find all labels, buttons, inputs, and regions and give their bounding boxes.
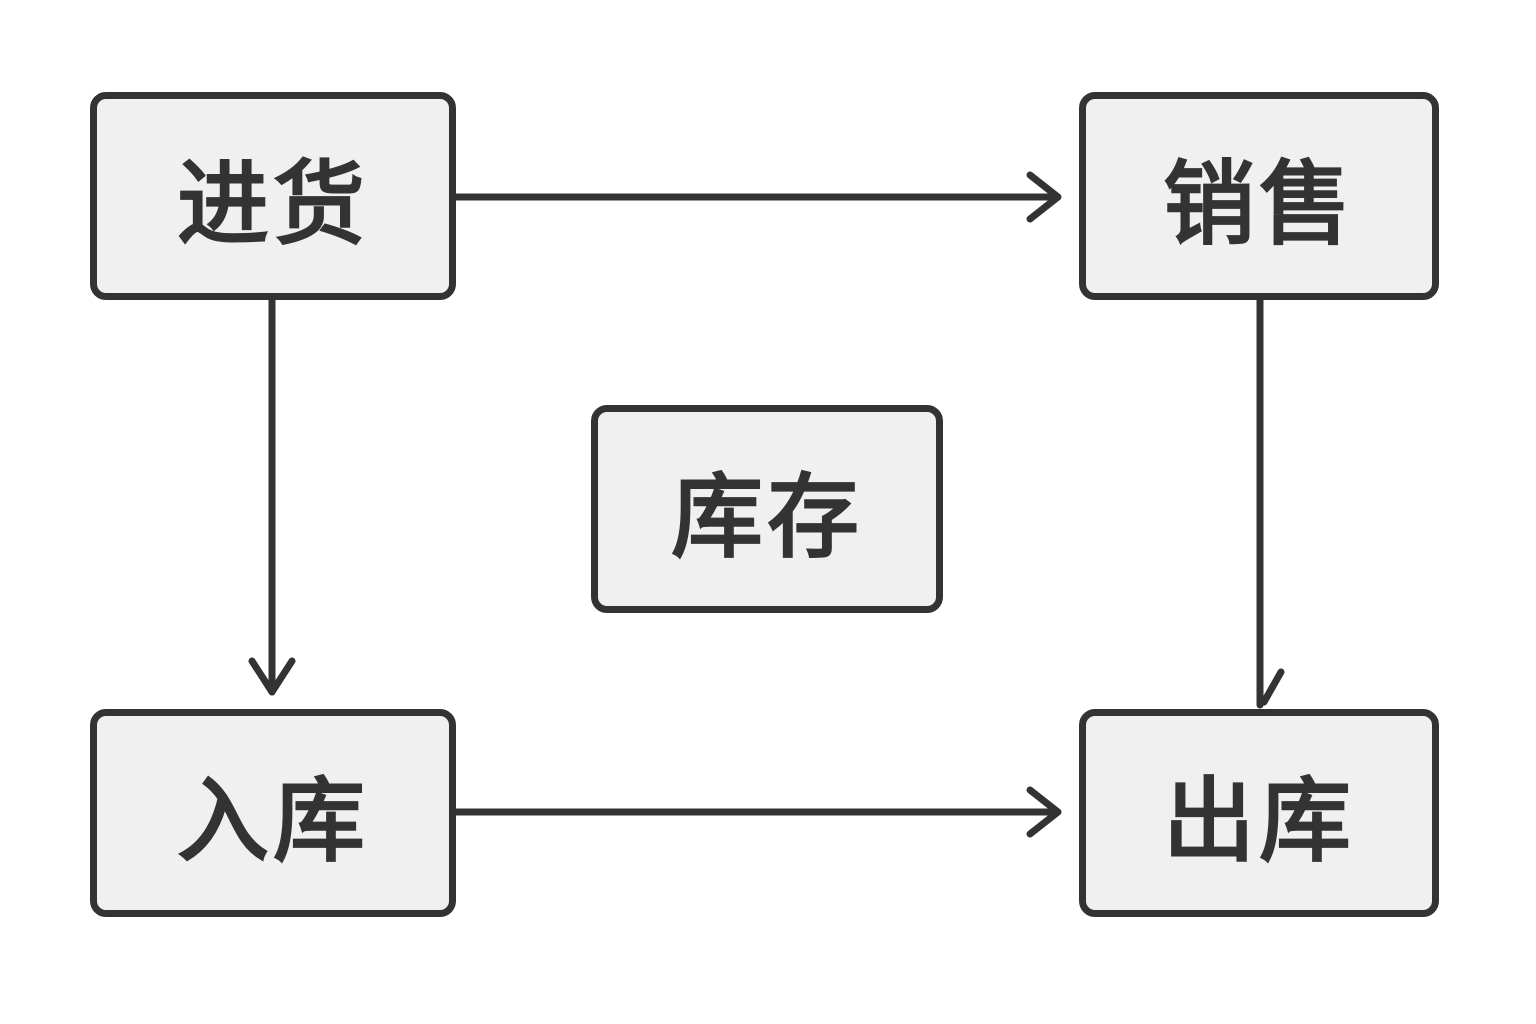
arrow-purchase-to-sales bbox=[452, 171, 1062, 223]
node-purchase: 进货 bbox=[90, 92, 456, 300]
node-outbound: 出库 bbox=[1079, 709, 1439, 917]
node-purchase-label: 进货 bbox=[176, 150, 369, 258]
node-sales-label: 销售 bbox=[1162, 150, 1355, 258]
arrow-sales-to-outbound bbox=[1256, 296, 1285, 709]
arrow-purchase-to-inbound bbox=[248, 296, 296, 696]
arrow-inbound-to-outbound bbox=[452, 786, 1062, 838]
node-sales: 销售 bbox=[1079, 92, 1439, 300]
node-inventory: 库存 bbox=[591, 405, 943, 613]
node-inbound-label: 入库 bbox=[176, 767, 369, 875]
node-outbound-label: 出库 bbox=[1162, 767, 1355, 875]
node-inventory-label: 库存 bbox=[670, 463, 863, 571]
node-inbound: 入库 bbox=[90, 709, 456, 917]
